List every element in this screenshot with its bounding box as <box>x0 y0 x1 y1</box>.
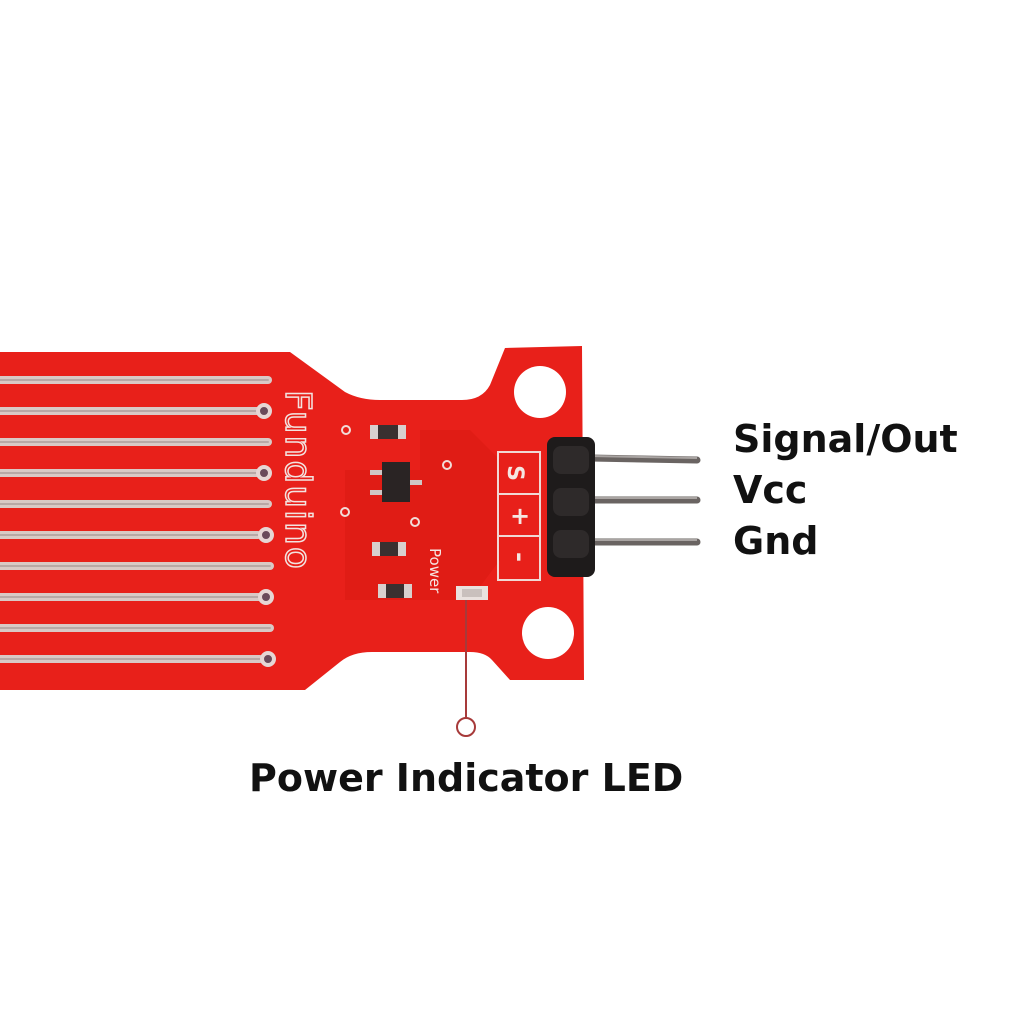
vcc-label: Vcc <box>733 468 808 512</box>
mounting-holes <box>514 366 574 659</box>
power-led <box>456 586 488 600</box>
board-vias <box>340 425 452 527</box>
header-pins <box>547 437 701 577</box>
gnd-label: Gnd <box>733 519 819 563</box>
pin-marker-box: S + - <box>497 451 541 581</box>
sense-traces <box>0 376 276 667</box>
signal-out-label: Signal/Out <box>733 417 958 461</box>
power-indicator-led-label: Power Indicator LED <box>249 756 684 800</box>
pin-marker-s: S <box>502 465 527 481</box>
brand-silkscreen: Funduino <box>277 390 318 571</box>
led-callout-pointer <box>456 600 476 737</box>
smd-components <box>370 425 422 598</box>
pin-marker-plus: + <box>510 502 530 530</box>
pin-marker-minus: - <box>506 552 534 562</box>
power-silkscreen: Power <box>426 548 444 594</box>
